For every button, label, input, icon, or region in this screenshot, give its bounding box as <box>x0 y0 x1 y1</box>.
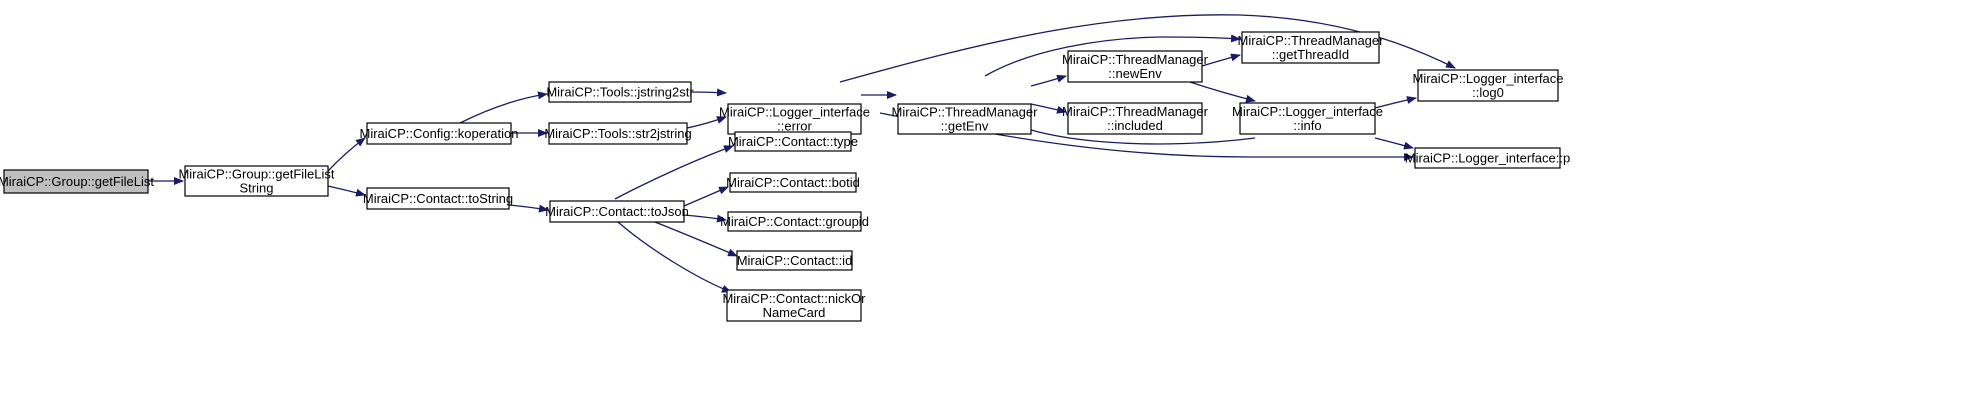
node-box <box>366 187 510 210</box>
edge-n2-n4 <box>459 91 548 124</box>
node-label: MiraiCP::Contact::botid <box>726 175 860 190</box>
edge-n7-n8 <box>1030 74 1067 87</box>
graph-node[interactable]: MiraiCP::Config::koperation <box>360 122 519 145</box>
edge-n1-n3 <box>327 185 366 197</box>
edge-n8-n10 <box>1201 53 1241 67</box>
node-label: MiraiCP::ThreadManager <box>892 105 1039 120</box>
graph-node[interactable]: MiraiCP::ThreadManager::newEnv <box>1062 50 1209 83</box>
graph-node[interactable]: MiraiCP::Contact::toJson <box>545 200 689 223</box>
graph-node[interactable]: MiraiCP::Contact::botid <box>726 172 860 193</box>
node-label: MiraiCP::ThreadManager <box>1062 104 1209 119</box>
node-box <box>1414 147 1561 169</box>
edge-n14-n18 <box>654 221 738 257</box>
edge-n4-n6 <box>690 88 727 97</box>
node-box <box>1067 102 1203 135</box>
edge-n7-n10 <box>984 34 1241 77</box>
graph-node[interactable]: MiraiCP::Logger_interface::error <box>719 103 870 135</box>
node-label: ::log0 <box>1472 85 1504 100</box>
graph-node[interactable]: MiraiCP::Logger_interface::info <box>1232 102 1383 135</box>
edge-n14-n17 <box>683 214 727 223</box>
graph-node[interactable]: MiraiCP::Contact::toString <box>363 187 513 210</box>
node-label: MiraiCP::ThreadManager <box>1238 33 1385 48</box>
node-label: MiraiCP::ThreadManager <box>1062 52 1209 67</box>
node-label: MiraiCP::Contact::id <box>737 253 853 268</box>
graph-node[interactable]: MiraiCP::Contact::id <box>736 250 853 271</box>
node-box <box>727 103 862 135</box>
node-box <box>1241 31 1380 64</box>
node-label: MiraiCP::Logger_interface <box>719 105 870 120</box>
edge-n14-n19 <box>617 221 732 293</box>
node-label: MiraiCP::Logger_interface <box>1412 71 1563 86</box>
node-box <box>1067 50 1203 83</box>
graph-node[interactable]: MiraiCP::Contact::type <box>728 131 858 152</box>
edge-n6-n12 <box>839 14 1456 83</box>
node-box <box>727 211 862 232</box>
node-box <box>726 289 862 322</box>
node-label: ::getEnv <box>941 119 989 134</box>
node-label: ::included <box>1107 118 1163 133</box>
graph-node[interactable]: MiraiCP::Contact::groupid <box>720 211 869 232</box>
edge-n11-n12 <box>1374 96 1417 109</box>
node-box <box>729 172 857 193</box>
edge-n3-n14 <box>508 204 549 213</box>
node-label: ::newEnv <box>1108 66 1162 81</box>
edge-n14-n16 <box>683 186 729 207</box>
edge-n7-n9 <box>1030 103 1067 114</box>
node-box <box>548 122 688 145</box>
node-label: ::error <box>777 119 812 134</box>
node-label: MiraiCP::Logger_interface <box>1232 104 1383 119</box>
graph-node[interactable]: MiraiCP::ThreadManager::included <box>1062 102 1209 135</box>
node-box <box>1239 102 1376 135</box>
edge-n1-n2 <box>327 137 366 172</box>
node-label: MiraiCP::Contact::toString <box>363 191 513 206</box>
graph-node[interactable]: MiraiCP::Tools::str2jstring <box>544 122 692 145</box>
edge-n14-n15 <box>614 145 734 200</box>
node-box <box>734 131 852 152</box>
node-label: MiraiCP::Contact::groupid <box>720 214 869 229</box>
graph-node[interactable]: MiraiCP::ThreadManager::getEnv <box>892 103 1039 135</box>
edge-n5-n6 <box>686 116 727 129</box>
node-box <box>548 81 692 103</box>
node-label: MiraiCP::Tools::str2jstring <box>544 126 691 141</box>
root-node[interactable]: MiraiCP::Group::getFileList <box>0 169 154 194</box>
graph-node[interactable]: MiraiCP::Logger_interface::log0 <box>1412 69 1564 102</box>
node-box <box>549 200 685 223</box>
node-label: MiraiCP::Group::getFileList <box>0 174 154 189</box>
node-label: MiraiCP::Logger_interface::p <box>1405 151 1570 166</box>
node-label: ::info <box>1293 118 1321 133</box>
node-box <box>897 103 1032 135</box>
edge-n11-n13 <box>1374 137 1414 150</box>
edge-n8-n11 <box>1189 81 1256 103</box>
node-label: MiraiCP::Contact::nickOr <box>722 291 866 306</box>
node-box <box>184 165 329 197</box>
node-label: NameCard <box>763 305 826 320</box>
node-box <box>3 169 149 194</box>
node-box <box>736 250 853 271</box>
node-label: MiraiCP::Tools::jstring2str <box>546 85 694 100</box>
node-label: MiraiCP::Contact::toJson <box>545 204 689 219</box>
node-label: MiraiCP::Contact::type <box>728 134 858 149</box>
node-label: MiraiCP::Group::getFileList <box>178 167 334 182</box>
node-label: MiraiCP::Config::koperation <box>360 126 519 141</box>
graph-node[interactable]: MiraiCP::ThreadManager::getThreadId <box>1238 31 1385 64</box>
node-label: ::getThreadId <box>1272 47 1349 62</box>
graph-node[interactable]: MiraiCP::Logger_interface::p <box>1405 147 1570 169</box>
node-box <box>1417 69 1559 102</box>
node-box <box>366 122 512 145</box>
graph-node[interactable]: MiraiCP::Tools::jstring2str <box>546 81 694 103</box>
node-label: String <box>240 181 274 196</box>
